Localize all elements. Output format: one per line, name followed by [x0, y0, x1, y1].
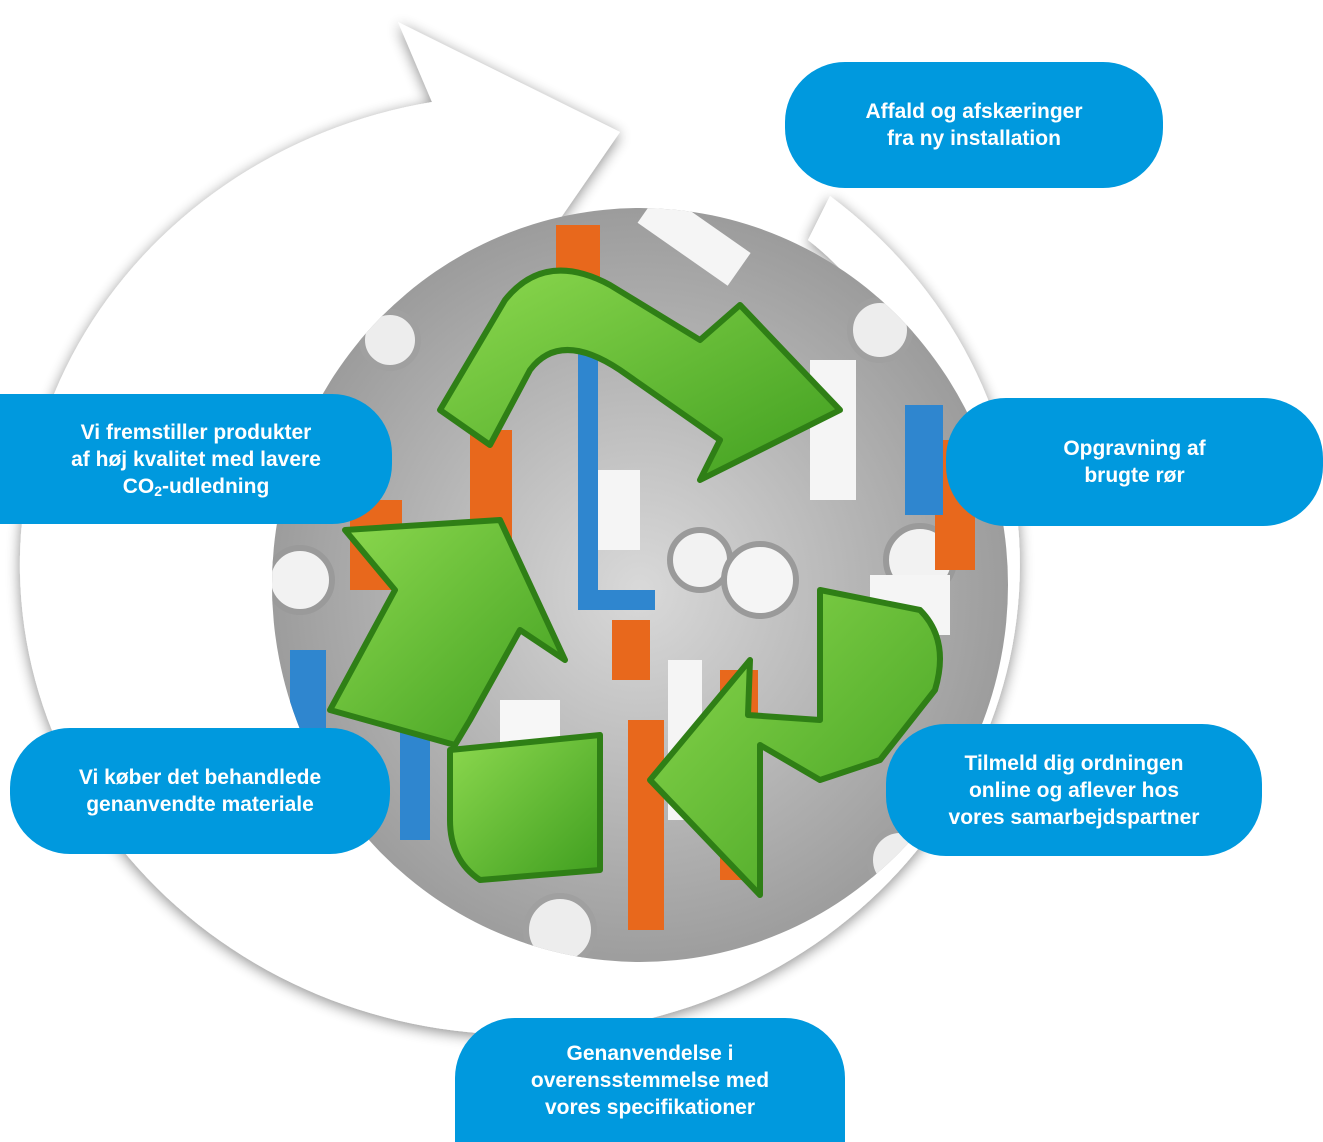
recycle-arrow-right	[647, 587, 943, 898]
step-recycling-bubble: Genanvendelse i overensstemmelse med vor…	[455, 1018, 845, 1142]
recycle-arrow-bottom	[447, 732, 603, 883]
co2-prefix: CO	[122, 474, 155, 498]
co2-subscript: 2	[154, 482, 162, 499]
step-waste-line-2: fra ny installation	[887, 127, 1061, 150]
step-recycling-line-3: vores specifikationer	[544, 1095, 756, 1119]
step-produce-line-3: CO2-udledning	[71, 473, 321, 500]
step-waste-line-1: Affald og afskæringer	[865, 100, 1083, 123]
step-register-line-2: online og aflever hos	[968, 778, 1180, 802]
recycle-arrow-left	[327, 517, 568, 748]
recycle-icon	[327, 267, 943, 898]
step-buy-bubble: Vi køber det behandlede genanvendte mate…	[10, 728, 390, 854]
step-register-bubble: Tilmeld dig ordningen online og aflever …	[886, 724, 1262, 856]
co2-suffix: -udledning	[161, 474, 270, 498]
step-register-line-3: vores samarbejdspartner	[948, 805, 1200, 829]
step-buy-line-2: genanvendte materiale	[86, 793, 314, 816]
step-recycling-line-2: overensstemmelse med	[530, 1068, 770, 1092]
step-register-line-1: Tilmeld dig ordningen	[964, 751, 1184, 775]
step-produce-line-1: Vi fremstiller produkter	[80, 420, 312, 444]
step-produce-bubble: Vi fremstiller produkter af høj kvalitet…	[0, 394, 392, 524]
step-produce-line-2: af høj kvalitet med lavere	[71, 447, 321, 471]
step-excavation-line-1: Opgravning af	[1063, 437, 1206, 460]
step-excavation-line-2: brugte rør	[1084, 464, 1185, 487]
step-excavation-bubble: Opgravning af brugte rør	[946, 398, 1323, 526]
step-recycling-line-1: Genanvendelse i	[566, 1041, 734, 1065]
recycle-arrow-top	[437, 267, 843, 483]
step-waste-bubble: Affald og afskæringer fra ny installatio…	[785, 62, 1163, 188]
step-buy-line-1: Vi køber det behandlede	[78, 766, 322, 789]
